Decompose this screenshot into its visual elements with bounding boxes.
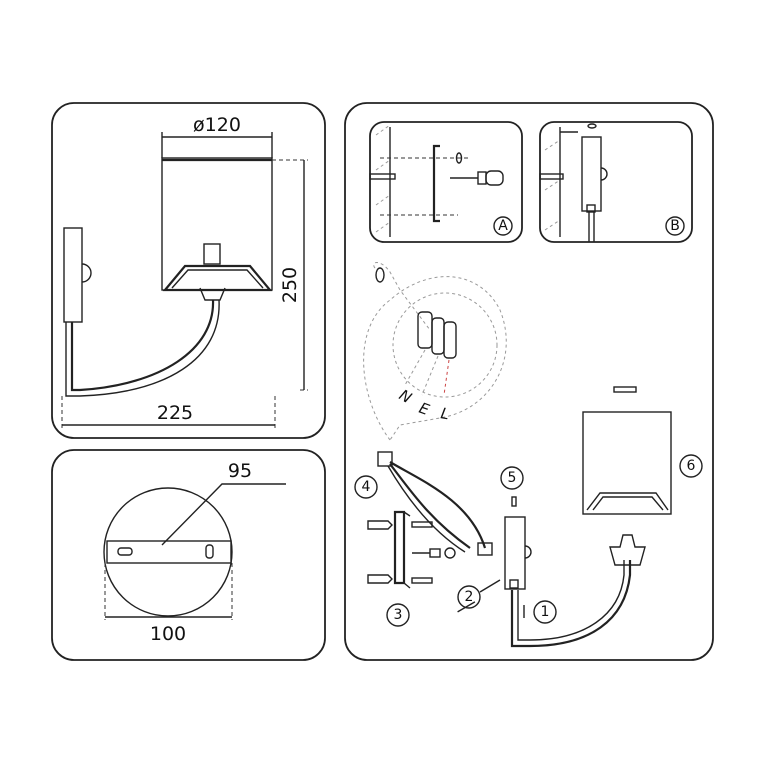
dimension-diameter-label: ø120 (193, 114, 241, 136)
wall-plate-box (457, 496, 632, 648)
step-1-label: 1 (541, 604, 550, 620)
wire-live-label: L (439, 404, 450, 423)
backplate-panel: 95 100 (51, 449, 326, 661)
wall-mount (63, 227, 92, 323)
step-b-label: B (670, 218, 680, 234)
step-2-label: 2 (465, 589, 474, 605)
step-5-label: 5 (508, 470, 517, 486)
step-b-panel: B (539, 121, 693, 243)
dimension-height-label: 250 (279, 267, 301, 303)
step-6-label: 6 (687, 458, 696, 474)
wires-terminal (377, 451, 493, 556)
lamp-shade (161, 157, 273, 301)
dimension-diameter: ø120 (161, 114, 273, 158)
installation-panel: A B (344, 102, 714, 661)
step-numbers: 4 3 5 2 1 6 (354, 454, 703, 627)
step-a-panel: A (369, 121, 523, 243)
dimension-projection: 225 (61, 396, 276, 428)
dimension-height: 250 (272, 159, 308, 391)
mounting-bracket-parts (367, 510, 456, 589)
dimension-backplate-label: 100 (150, 623, 186, 645)
step-4-label: 4 (362, 479, 371, 495)
dimension-bracket-label: 95 (228, 460, 252, 482)
lamp-arm (65, 299, 220, 397)
dimension-projection-label: 225 (157, 402, 193, 424)
step-3-label: 3 (394, 607, 403, 623)
lamp-shade-part (582, 386, 672, 566)
step-a-label: A (498, 218, 508, 234)
side-view-panel: ø120 250 225 (51, 102, 326, 439)
